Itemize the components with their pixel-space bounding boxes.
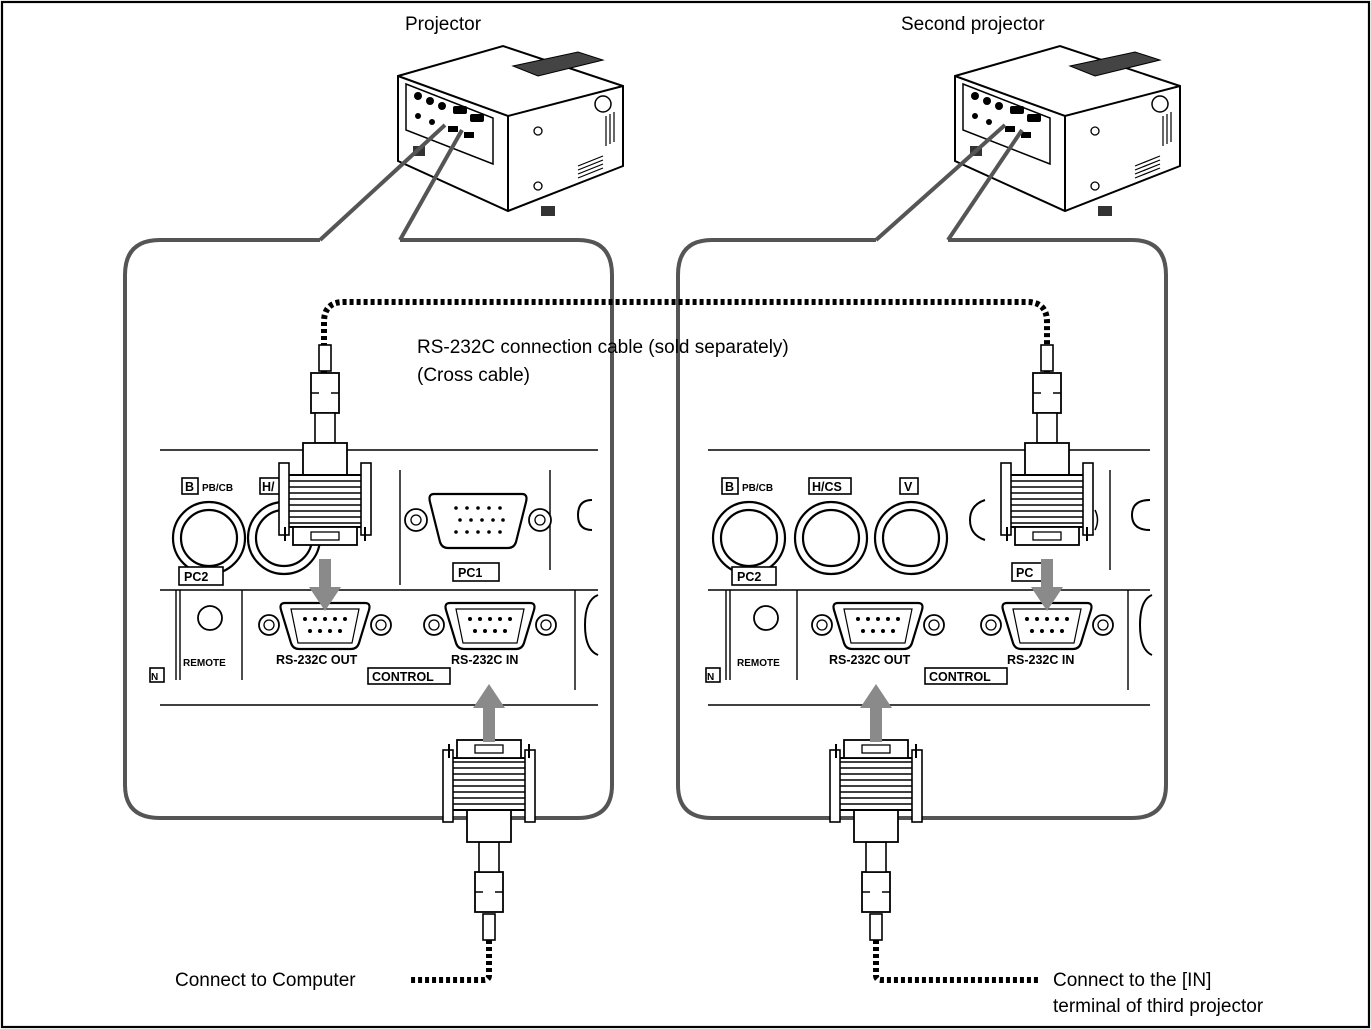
projector-illustration — [397, 45, 624, 217]
connector-panel-right: B PB/CB H/CS V PC2 PC REMOTE N RS-232C O… — [705, 449, 1153, 706]
jack-hc-right — [793, 500, 869, 576]
connector-panel-left: B PB/CB H/ PC2 PC1 REMOTE N RS-232C OUT … — [149, 449, 599, 706]
label-b-left: B — [185, 480, 194, 494]
caption-cable-line2: (Cross cable) — [417, 365, 530, 386]
label-remote-left: REMOTE — [183, 658, 226, 669]
port-pc1-left — [403, 492, 553, 550]
second-projector-illustration — [954, 45, 1181, 217]
callout-zoom-line-left-a — [318, 123, 447, 242]
caption-cable-line1: RS-232C connection cable (sold separatel… — [417, 337, 789, 358]
port-rs232c-out-right — [810, 601, 946, 651]
caption-connect-computer: Connect to Computer — [175, 970, 356, 991]
caption-connect-third-line1: Connect to the [IN] — [1053, 970, 1211, 991]
caption-projector: Projector — [405, 14, 482, 35]
cable-plug-right — [999, 343, 1095, 547]
label-n-left: N — [151, 672, 158, 683]
label-n-right: N — [707, 672, 714, 683]
label-rs232c-out-right: RS-232C OUT — [829, 653, 911, 667]
label-pc2-right: PC2 — [737, 570, 761, 584]
label-pc1-left: PC1 — [458, 566, 482, 580]
caption-second-projector: Second projector — [901, 14, 1045, 35]
label-v-right: V — [904, 480, 913, 494]
label-hc-right: H/CS — [812, 480, 842, 494]
label-control-left: CONTROL — [372, 670, 434, 684]
label-pc2-left: PC2 — [184, 570, 208, 584]
jack-v-right — [873, 500, 949, 576]
label-rs232c-in-left: RS-232C IN — [451, 653, 518, 667]
arrow-plug-into-in-left — [473, 684, 505, 742]
computer-cable-dotted — [410, 940, 492, 983]
caption-connect-third-line2: terminal of third projector — [1053, 996, 1264, 1017]
callout-panel-left — [123, 123, 614, 820]
label-hc-partial-left: H/ — [262, 480, 275, 494]
label-rs232c-in-right: RS-232C IN — [1007, 653, 1074, 667]
label-pbcb-left: PB/CB — [202, 483, 233, 494]
jack-pbcb-left — [171, 500, 247, 576]
label-control-right: CONTROL — [929, 670, 991, 684]
cable-plug-computer — [441, 738, 537, 942]
third-projector-cable-dotted — [873, 940, 1040, 983]
cable-plug-left — [277, 343, 373, 547]
port-rs232c-in-left — [422, 601, 558, 651]
label-remote-right: REMOTE — [737, 658, 780, 669]
label-pbcb-right: PB/CB — [742, 483, 773, 494]
callout-zoom-line-right-b — [946, 128, 1024, 242]
callout-zoom-line-right-a — [874, 123, 1007, 242]
jack-pbcb-right — [711, 500, 787, 576]
cable-plug-third — [828, 738, 924, 942]
label-rs232c-out-left: RS-232C OUT — [276, 653, 358, 667]
arrow-plug-into-out-right — [860, 684, 892, 742]
label-pc1-partial-right: PC — [1016, 566, 1033, 580]
callout-outline-left — [123, 238, 614, 820]
label-b-right: B — [725, 480, 734, 494]
callout-zoom-line-left-b — [398, 129, 464, 241]
cross-cable-dotted — [321, 299, 1050, 375]
